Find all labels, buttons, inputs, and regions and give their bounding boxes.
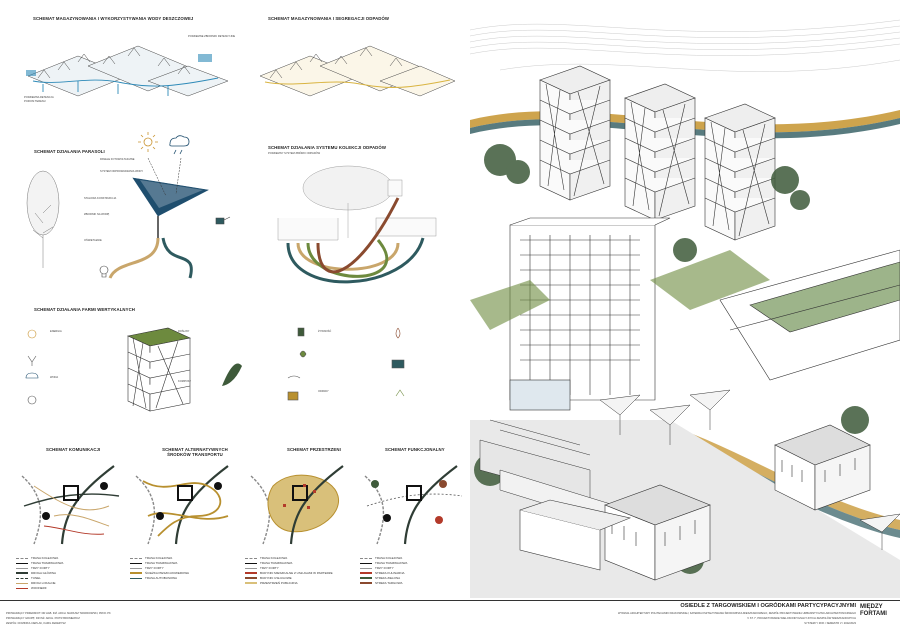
collection-title: SCHEMAT DZIAŁANIA SYSTEMU KOLEKCJI ODPAD… bbox=[268, 145, 386, 150]
map-functional bbox=[364, 465, 463, 545]
legend-3-item-4: BUDYNKI USŁUGOWE bbox=[260, 576, 292, 580]
market-hall bbox=[719, 249, 900, 381]
legend-3-item-2: TRZY FORTY bbox=[260, 566, 279, 570]
legend-2: TRASA KOLEJOWA TRASA TRAMWAJOWA TRZY FOR… bbox=[130, 556, 240, 596]
legend-2-item-4: TRASA AUTOBUSOWA bbox=[145, 576, 178, 580]
footer-date: SYSTEMY I ROK / SEMESTR V / 2022/2023 bbox=[804, 622, 856, 625]
tower-3 bbox=[704, 103, 776, 241]
tower-1 bbox=[539, 65, 611, 201]
tower-2 bbox=[624, 83, 696, 221]
rainwater-isometric-diagram bbox=[26, 45, 229, 97]
farm-label-food: ŻYWNOŚĆ bbox=[318, 330, 332, 333]
legend-1-item-6: WOONERF bbox=[31, 586, 47, 590]
map-2-title: SCHEMAT ALTERNATYWNYCH ŚRODKÓW TRANSPORT… bbox=[162, 447, 228, 457]
collection-subtitle: PODZIEMNY SYSTEM ZBIÓRKI ODPADÓW bbox=[268, 152, 321, 155]
waste-title: SCHEMAT MAGAZYNOWANIA I SEGREGACJI ODPAD… bbox=[268, 16, 390, 21]
legend-1: TRASA KOLEJOWA TRASA TRAMWAJOWA TRZY FOR… bbox=[16, 556, 126, 596]
footer-course: V ST. I°, PROJEKTOWANIE WIELOKONDYGNACYJ… bbox=[747, 617, 856, 620]
axonometric-render bbox=[470, 19, 900, 598]
residential-block bbox=[509, 217, 671, 411]
legend-3-item-0: TRASA KOLEJOWA bbox=[260, 556, 288, 560]
parasol-title: SCHEMAT DZIAŁANIA PARASOLI bbox=[34, 149, 105, 154]
footer-divider bbox=[0, 600, 900, 601]
farm-label-compost: KOMPOST bbox=[178, 380, 191, 383]
poster-title: OSIEDLE Z TARGOWISKIEM I OGRÓDKAMI PARTY… bbox=[680, 603, 856, 609]
contour-lines bbox=[470, 19, 900, 72]
footer-supervisor: PROWADZĄCY PRZEDMIOT: DR HAB. INŻ. ARCH.… bbox=[6, 612, 111, 615]
legend-1-item-3: DROGA GŁÓWNA bbox=[31, 571, 57, 575]
tree-icon bbox=[26, 170, 60, 268]
parasol-diagram bbox=[26, 132, 231, 279]
legend-3-item-3: BUDYNKI MIESZKALNE Z USŁUGAMI W PARTERZE bbox=[260, 571, 333, 575]
map-space bbox=[250, 465, 344, 545]
legend-1-item-0: TRASA KOLEJOWA bbox=[31, 556, 59, 560]
project-logo: MIĘDZY FORTAMI bbox=[860, 604, 892, 618]
legend-2-item-0: TRASA KOLEJOWA bbox=[145, 556, 173, 560]
legend-4-item-3: STREFA KULINARNA bbox=[375, 571, 405, 575]
logo-line-1: MIĘDZY bbox=[860, 604, 883, 610]
logo-line-2: FORTAMI bbox=[860, 611, 887, 617]
vertical-farm-diagram bbox=[25, 327, 405, 412]
cloud-icon bbox=[169, 135, 190, 155]
legend-4-item-4: STREFA ZIELONA bbox=[375, 576, 401, 580]
legend-1-item-2: TRZY FORTY bbox=[31, 566, 50, 570]
legend-3-item-5: PRZESTRZEŃ PUBLICZNA bbox=[260, 581, 298, 585]
farm-label-water: WODA bbox=[50, 376, 59, 379]
parasol-label-tank: ZBIORNIK NA WODĘ bbox=[84, 213, 110, 216]
legend-4-item-0: TRASA KOLEJOWA bbox=[375, 556, 403, 560]
parasol-label-water: SYSTEM ODPROWADZANIA WODY bbox=[100, 170, 144, 173]
legend-2-item-2: TRZY FORTY bbox=[145, 566, 164, 570]
watering-can-icon bbox=[215, 216, 231, 225]
rainwater-title: SCHEMAT MAGAZYNOWANIA I WYKORZYSTYWANIA … bbox=[33, 16, 194, 21]
legend-2-item-1: TRASA TRAMWAJOWA bbox=[145, 561, 178, 565]
map-4-title: SCHEMAT FUNKCJONALNY bbox=[385, 447, 445, 452]
lightbulb-icon bbox=[99, 265, 109, 278]
map-3-title: SCHEMAT PRZESTRZENI bbox=[287, 447, 341, 452]
parasol-label-steel: STALOWA KONSTRUKCJA bbox=[84, 197, 117, 200]
legend-3: TRASA KOLEJOWA TRASA TRAMWAJOWA TRZY FOR… bbox=[245, 556, 360, 596]
legend-1-item-5: DROGI LOKALNE bbox=[31, 581, 56, 585]
sun-icon bbox=[138, 132, 158, 152]
parasols bbox=[599, 389, 900, 550]
map-1-title: SCHEMAT KOMUNIKACJI bbox=[46, 447, 101, 452]
legend-4-item-5: STREFA TARGOWA bbox=[375, 581, 403, 585]
parasol-label-pv: PANELE FOTOWOLTAICZNE bbox=[100, 158, 135, 161]
farm-label-plants: ROŚLINY bbox=[178, 330, 190, 333]
legend-4: TRASA KOLEJOWA TRASA TRAMWAJOWA TRZY FOR… bbox=[360, 556, 465, 596]
legend-3-item-1: TRASA TRAMWAJOWA bbox=[260, 561, 293, 565]
legend-4-item-1: TRASA TRAMWAJOWA bbox=[375, 561, 408, 565]
legend-1-item-1: TRASA TRAMWAJOWA bbox=[31, 561, 64, 565]
footer-group-lead: PROWADZĄCY GRUPĘ: DR INŻ. ARCH. PIOTR BR… bbox=[6, 617, 80, 620]
collection-diagram bbox=[277, 165, 437, 284]
waste-isometric-diagram bbox=[259, 45, 456, 97]
low-building bbox=[519, 499, 632, 571]
parasol-label-light: OŚWIETLENIE bbox=[84, 239, 102, 242]
rainwater-label-ground: POZIOM TERENU bbox=[24, 100, 46, 103]
legend-4-item-2: TRZY FORTY bbox=[375, 566, 394, 570]
footer-institution: WYDZIAŁ ARCHITEKTURY POLITECHNIKI KRAKOW… bbox=[618, 612, 856, 615]
rainwater-label-retention: PODZIEMNA RETENCJA bbox=[24, 96, 54, 99]
map-communication bbox=[21, 465, 120, 545]
farm-label-waste: ODPADY bbox=[318, 390, 329, 393]
vertical-farm-title: SCHEMAT DZIAŁANIA FARMI WERTYKALNYCH bbox=[34, 307, 135, 312]
legend-1-item-4: TUNEL bbox=[31, 576, 41, 580]
historic-villa-left bbox=[604, 484, 711, 581]
historic-villa-right bbox=[774, 424, 871, 511]
footer-team: ZESPÓŁ: DOMINIKA CIEPLAK, KAMIL FEDERYSZ bbox=[6, 622, 66, 625]
legend-2-item-3: ŚCIEŻKA PIESZO-ROWEROWA bbox=[145, 571, 190, 575]
map-transport bbox=[135, 465, 229, 545]
farm-label-energy: ENERGIA bbox=[50, 330, 62, 333]
rainwater-label-tanks: PODZIEMNE ZBIORNIKI RETENCYJNE bbox=[188, 35, 236, 38]
